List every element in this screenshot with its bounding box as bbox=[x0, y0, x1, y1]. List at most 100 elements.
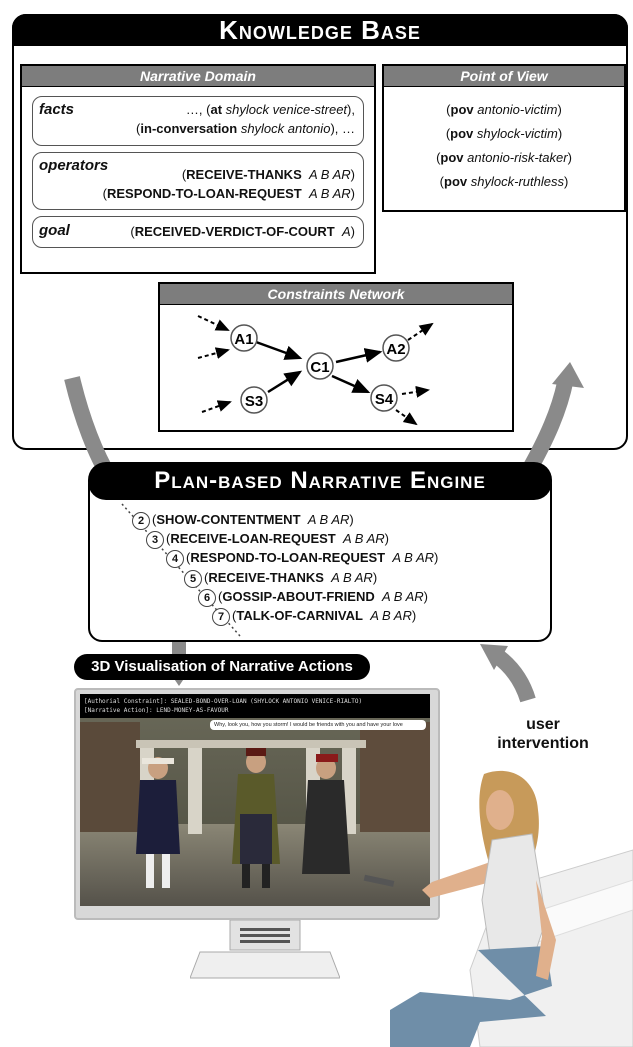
step-name: GOSSIP-ABOUT-FRIEND bbox=[222, 589, 375, 604]
plan-step: 4(RESPOND-TO-LOAN-REQUEST A B AR) bbox=[166, 550, 438, 568]
constraints-network-panel: Constraints Network A1 C1 A2 bbox=[158, 282, 514, 432]
node-c1: C1 bbox=[306, 352, 334, 380]
pov-arg: antonio-victim bbox=[477, 102, 558, 117]
operator-2: (RESPOND-TO-LOAN-REQUEST A B AR) bbox=[102, 186, 355, 201]
node-label: C1 bbox=[310, 359, 329, 376]
pov-item: (pov shylock-victim) bbox=[445, 126, 563, 141]
step-args: A B AR bbox=[307, 512, 350, 527]
step-name: RECEIVE-LOAN-REQUEST bbox=[170, 531, 336, 546]
constraints-network-title: Constraints Network bbox=[160, 284, 512, 305]
arrow-engine-to-kb-head bbox=[552, 362, 584, 388]
goal-box: goal (RECEIVED-VERDICT-OF-COURT A) bbox=[32, 216, 364, 248]
facts-arg: shylock antonio bbox=[240, 121, 331, 136]
operator-1: (RECEIVE-THANKS A B AR) bbox=[181, 167, 355, 182]
operator-name: RECEIVE-THANKS bbox=[186, 167, 302, 182]
facts-line-1: …, (at shylock venice-street), bbox=[186, 102, 355, 117]
operator-name: RESPOND-TO-LOAN-REQUEST bbox=[106, 186, 302, 201]
user-arm bbox=[422, 858, 506, 898]
edge bbox=[197, 347, 230, 359]
goal-expression: (RECEIVED-VERDICT-OF-COURT A) bbox=[130, 224, 355, 239]
goal-args: A bbox=[341, 224, 351, 239]
pov-keyword: pov bbox=[450, 126, 474, 141]
node-a2: A2 bbox=[382, 334, 410, 362]
node-label: A1 bbox=[234, 331, 253, 348]
user-label-line: intervention bbox=[497, 735, 589, 752]
edge bbox=[267, 370, 303, 394]
facts-text: ( bbox=[136, 121, 141, 136]
remote-control bbox=[363, 874, 395, 887]
facts-keyword: in-conversation bbox=[140, 121, 238, 136]
facts-text: ), … bbox=[330, 121, 355, 136]
edge bbox=[335, 348, 383, 364]
point-of-view-panel: Point of View (pov antonio-victim) (pov … bbox=[382, 64, 626, 212]
edge bbox=[197, 315, 230, 331]
step-args: A B AR bbox=[370, 608, 412, 623]
hud-authorial-constraint: [Authorial Constraint]: SEALED-BOND-OVER… bbox=[84, 698, 363, 705]
speech-bubble: Why, look you, how you storm! I would be… bbox=[210, 720, 426, 730]
pov-keyword: pov bbox=[440, 150, 464, 165]
step-number: 7 bbox=[212, 608, 230, 626]
pov-item: (pov shylock-ruthless) bbox=[439, 174, 569, 189]
node-label: A2 bbox=[386, 341, 405, 358]
pov-arg: shylock-victim bbox=[476, 126, 558, 141]
arrow-user-to-engine-head bbox=[480, 644, 508, 670]
edge bbox=[201, 400, 232, 413]
tv-stand bbox=[190, 920, 340, 979]
step-name: SHOW-CONTENTMENT bbox=[156, 512, 301, 527]
step-number: 3 bbox=[146, 531, 164, 549]
step-args: A B AR bbox=[392, 550, 435, 565]
constraints-network-graph: A1 C1 A2 S3 S4 bbox=[197, 315, 434, 426]
character-center bbox=[232, 748, 280, 888]
goal-label: goal bbox=[39, 222, 70, 239]
pov-keyword: pov bbox=[444, 174, 468, 189]
user-label-line: user bbox=[526, 716, 560, 733]
screen-hud: [Authorial Constraint]: SEALED-BOND-OVER… bbox=[80, 694, 430, 718]
character-left bbox=[136, 757, 180, 888]
step-name: TALK-OF-CARNIVAL bbox=[236, 608, 363, 623]
narrative-domain-panel: Narrative Domain facts …, (at shylock ve… bbox=[20, 64, 376, 274]
plan-step: 6(GOSSIP-ABOUT-FRIEND A B AR) bbox=[198, 589, 428, 607]
node-label: S3 bbox=[245, 393, 263, 410]
user-jeans bbox=[390, 946, 552, 1047]
facts-text: …, ( bbox=[185, 102, 211, 117]
node-a1: A1 bbox=[230, 324, 258, 352]
step-number: 2 bbox=[132, 512, 150, 530]
pov-item: (pov antonio-victim) bbox=[446, 102, 562, 117]
user-intervention-label: user intervention bbox=[488, 715, 598, 753]
step-name: RECEIVE-THANKS bbox=[208, 570, 324, 585]
step-number: 5 bbox=[184, 570, 202, 588]
user-illustration bbox=[363, 770, 633, 1047]
goal-name: RECEIVED-VERDICT-OF-COURT bbox=[134, 224, 335, 239]
user-face bbox=[486, 790, 514, 830]
plan-step: 7(TALK-OF-CARNIVAL A B AR) bbox=[212, 608, 416, 626]
plan-step: 2(SHOW-CONTENTMENT A B AR) bbox=[132, 512, 354, 530]
arrow-engine-to-kb bbox=[521, 376, 574, 476]
pov-keyword: pov bbox=[450, 102, 474, 117]
plan-step: 3(RECEIVE-LOAN-REQUEST A B AR) bbox=[146, 531, 389, 549]
step-name: RESPOND-TO-LOAN-REQUEST bbox=[190, 550, 386, 565]
step-args: A B AR bbox=[381, 589, 424, 604]
knowledge-base-title: Knowledge Base bbox=[12, 14, 628, 46]
facts-keyword: at bbox=[210, 102, 223, 117]
operator-args: A B AR bbox=[308, 167, 351, 182]
facts-line-2: (in-conversation shylock antonio), … bbox=[136, 121, 355, 136]
node-s3: S3 bbox=[240, 386, 268, 414]
step-number: 4 bbox=[166, 550, 184, 568]
edge bbox=[255, 340, 303, 360]
operators-label: operators bbox=[39, 157, 109, 174]
edge bbox=[401, 385, 430, 398]
facts-arg: shylock venice-street bbox=[225, 102, 348, 117]
step-args: A B AR bbox=[331, 570, 373, 585]
operators-box: operators (RECEIVE-THANKS A B AR) (RESPO… bbox=[32, 152, 364, 210]
user-top bbox=[481, 833, 547, 955]
edge bbox=[407, 322, 434, 341]
step-args: A B AR bbox=[342, 531, 385, 546]
step-number: 6 bbox=[198, 589, 216, 607]
character-right bbox=[302, 754, 350, 874]
venice-scene-illustration bbox=[80, 694, 430, 906]
pov-arg: shylock-ruthless bbox=[470, 174, 564, 189]
narrative-domain-title: Narrative Domain bbox=[22, 66, 374, 87]
plan-step: 5(RECEIVE-THANKS A B AR) bbox=[184, 570, 377, 588]
node-s4: S4 bbox=[370, 384, 398, 412]
facts-label: facts bbox=[39, 101, 75, 118]
